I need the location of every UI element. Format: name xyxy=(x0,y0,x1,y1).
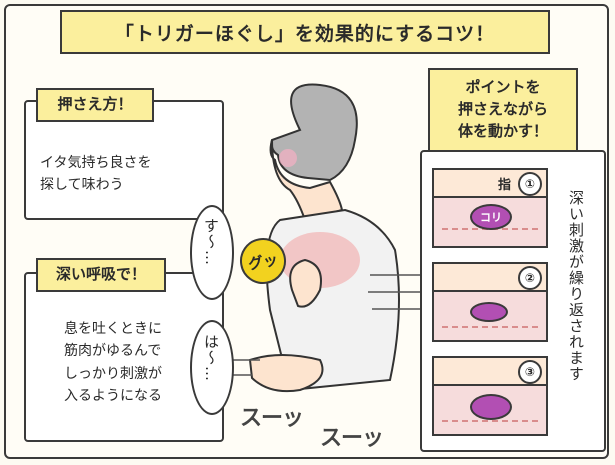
breath-out-text: は〜… xyxy=(202,334,220,382)
tip-body-breath: 息を吐くときに 筋肉がゆるんで しっかり刺激が 入るようになる xyxy=(64,321,162,405)
finger-label: 指 xyxy=(498,178,512,193)
repeat-stimulus-text: 深い刺激が繰り返されます xyxy=(567,190,585,382)
breath-out-bubble xyxy=(190,320,234,415)
steps-diagram: コリ 指 ① ② ③ xyxy=(432,168,552,448)
tip-heading-breath: 深い呼吸で！ xyxy=(36,258,166,292)
step-number: ② xyxy=(518,266,542,290)
muscle-fiber-line xyxy=(442,326,538,328)
exhale-sound-1: スーッ xyxy=(240,406,304,431)
tip-heading-press: 押さえ方！ xyxy=(36,88,154,122)
step-3: ③ xyxy=(432,356,548,436)
muscle-fiber-line xyxy=(442,420,538,422)
page-title: 「トリガーほぐし」を効果的にするコツ！ xyxy=(60,10,550,54)
knot-marker xyxy=(470,302,508,322)
step-number: ① xyxy=(518,172,542,196)
exhale-sound-2: スーッ xyxy=(320,426,384,451)
tip-heading-move: ポイントを 押さえながら 体を動かす！ xyxy=(428,68,578,152)
knot-marker: コリ xyxy=(470,204,512,230)
step-1: コリ 指 ① xyxy=(432,168,548,248)
breath-in-bubble xyxy=(190,205,234,300)
step-number: ③ xyxy=(518,360,542,384)
step-2: ② xyxy=(432,262,548,342)
knot-marker xyxy=(470,394,512,420)
breath-in-text: す〜… xyxy=(202,218,220,266)
person-illustration xyxy=(215,83,425,393)
tip-body-press: イタ気持ち良さを 探して味わう xyxy=(40,155,152,194)
